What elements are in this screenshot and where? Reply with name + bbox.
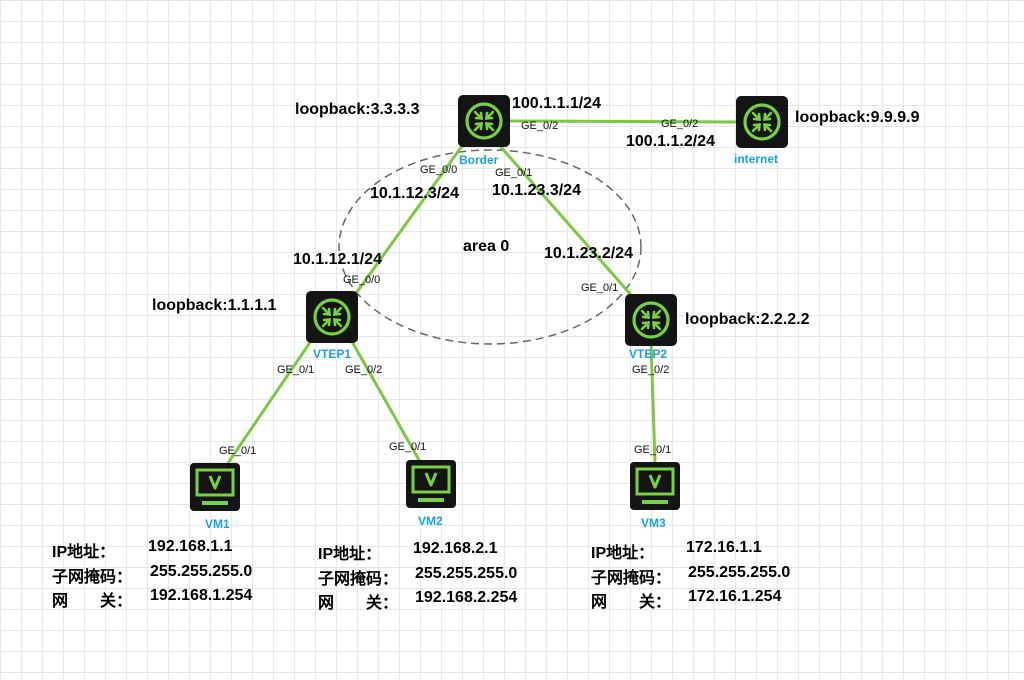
loopback-vtep1: loopback:1.1.1.1 (152, 297, 277, 314)
links (226, 119, 738, 465)
vm3-gw-label: 网 关： (591, 594, 672, 611)
vm2-monitor-icon[interactable] (404, 458, 458, 510)
vm2-ip-value: 192.168.2.1 (413, 540, 498, 557)
loopback-vtep2: loopback:2.2.2.2 (685, 311, 810, 328)
vm1-gw-label: 网 关： (52, 593, 133, 610)
vm2-gw-value: 192.168.2.254 (415, 589, 518, 606)
vm1-mask-label: 子网掩码： (52, 569, 133, 586)
vm1-monitor-icon[interactable] (188, 461, 242, 513)
vm1-mask-value: 255.255.255.0 (150, 563, 253, 580)
device-name-vm1: VM1 (205, 517, 230, 531)
loopback-internet: loopback:9.9.9.9 (795, 109, 920, 126)
link-vtep2-vm3 (649, 340, 657, 464)
vm2-gw-label: 网 关： (318, 595, 399, 612)
ip-internet-ge02: 100.1.1.2/24 (626, 133, 715, 150)
vm2-mask-label: 子网掩码： (318, 571, 399, 588)
port-vtep2-ge01: GE_0/1 (581, 282, 619, 294)
ip-border-ge02: 100.1.1.1/24 (512, 95, 601, 112)
device-name-vm2: VM2 (418, 514, 443, 528)
vm3-mask-value: 255.255.255.0 (688, 564, 791, 581)
port-vtep1-ge00: GE_0/0 (343, 274, 381, 286)
ip-vtep2-ge01: 10.1.23.2/24 (544, 245, 633, 262)
vtep2-switch-icon[interactable] (623, 292, 679, 348)
port-border-ge00: GE_0/0 (420, 164, 458, 176)
vm1-ip-value: 192.168.1.1 (148, 538, 233, 555)
port-vtep1-ge02: GE_0/2 (345, 364, 383, 376)
area-label: area 0 (463, 238, 510, 255)
ip-border-ge01: 10.1.23.3/24 (492, 182, 581, 199)
vm3-mask-label: 子网掩码： (591, 570, 672, 587)
port-border-ge01: GE_0/1 (495, 167, 533, 179)
port-vtep2-ge02: GE_0/2 (632, 364, 670, 376)
device-name-vtep2: VTEP2 (629, 347, 668, 361)
port-vm1-ge01: GE_0/1 (219, 445, 257, 457)
device-name-border: Border (459, 153, 499, 167)
port-border-ge02: GE_0/2 (521, 120, 559, 132)
internet-router-icon[interactable] (734, 94, 790, 150)
port-vm3-ge01: GE_0/1 (634, 444, 672, 456)
ip-vtep1-ge00: 10.1.12.1/24 (293, 251, 382, 268)
ip-border-ge00: 10.1.12.3/24 (370, 185, 459, 202)
link-border-vtep1 (347, 144, 464, 305)
vm2-ip-label: IP地址： (318, 546, 382, 563)
vm3-ip-value: 172.16.1.1 (686, 539, 762, 556)
link-border-internet (508, 119, 738, 124)
vm1-ip-label: IP地址： (52, 544, 116, 561)
port-vm2-ge01: GE_0/1 (389, 441, 427, 453)
loopback-border: loopback:3.3.3.3 (295, 101, 420, 118)
vtep1-switch-icon[interactable] (304, 289, 360, 345)
vm3-monitor-icon[interactable] (628, 460, 682, 512)
port-vtep1-ge01: GE_0/1 (277, 364, 315, 376)
port-internet-ge02: GE_0/2 (661, 118, 699, 130)
vm1-gw-value: 192.168.1.254 (150, 587, 253, 604)
device-name-internet: internet (734, 152, 779, 166)
border-router-icon[interactable] (456, 93, 512, 149)
device-name-vtep1: VTEP1 (313, 347, 352, 361)
link-vtep1-vm1 (226, 336, 315, 465)
link-vtep1-vm2 (348, 336, 421, 462)
vm3-ip-label: IP地址： (591, 545, 655, 562)
ospf-area-ellipse (338, 149, 642, 345)
device-name-vm3: VM3 (641, 516, 666, 530)
link-border-vtep2 (498, 144, 634, 298)
vm2-mask-value: 255.255.255.0 (415, 565, 518, 582)
vm3-gw-value: 172.16.1.254 (688, 588, 782, 605)
